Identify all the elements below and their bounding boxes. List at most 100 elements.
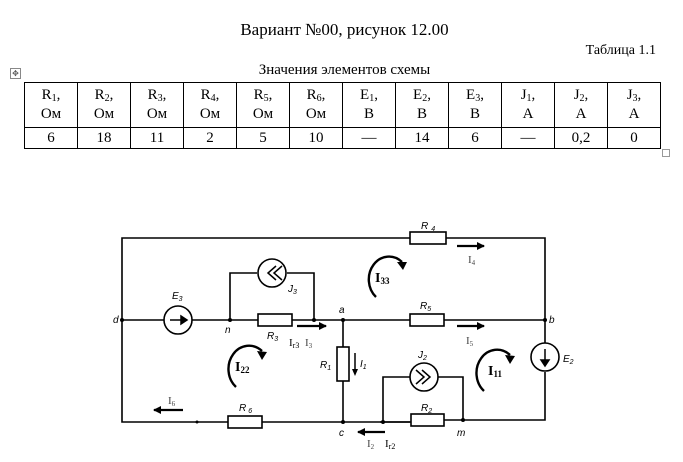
label-ir2: Ir2 [385, 438, 395, 451]
loop-arrow-i33 [367, 255, 403, 298]
column-symbol: R [147, 87, 158, 103]
column-index: 4 [210, 93, 216, 104]
column-unit: Ом [252, 106, 274, 122]
resistor-r1 [336, 346, 350, 382]
resistor-r3 [257, 313, 293, 327]
table-value-cell: — [342, 127, 396, 149]
column-symbol: E [466, 87, 476, 103]
column-symbol: R [200, 87, 211, 103]
resistor-r4 [409, 231, 447, 245]
table-value-cell: 11 [130, 127, 184, 149]
label-j1: I1 [360, 359, 367, 371]
table-number: Таблица 1.1 [585, 43, 656, 58]
column-unit: А [522, 106, 534, 122]
column-symbol: R [253, 87, 264, 103]
column-index: 6 [316, 93, 322, 104]
label-j3: J3 [287, 284, 297, 296]
table-header-cell: J2,А [554, 82, 608, 128]
column-unit: А [628, 106, 640, 122]
wire-d-r6 [121, 320, 228, 423]
table-header-cell: E2,В [395, 82, 449, 128]
column-index: 1 [369, 93, 375, 104]
table-header-cell: J3,А [607, 82, 661, 128]
label-r5: R5 [420, 301, 431, 313]
wire-j3-branch [229, 272, 315, 320]
node-label-m: m [457, 428, 465, 439]
table-header-cell: J1,А [501, 82, 555, 128]
node-label-b: b [549, 315, 555, 326]
loop-arrow-i11 [475, 348, 511, 392]
column-symbol: J [573, 87, 580, 103]
resistor-r6 [227, 415, 263, 429]
column-index: 2 [104, 93, 110, 104]
column-unit: А [575, 106, 587, 122]
column-unit: Ом [93, 106, 115, 122]
label-r3: R3 [267, 331, 278, 343]
resistor-r5 [409, 313, 445, 327]
column-symbol: R [94, 87, 105, 103]
label-i4: I4 [468, 254, 476, 267]
wire-top [121, 237, 410, 320]
column-unit: Ом [146, 106, 168, 122]
table-resize-handle[interactable] [662, 149, 670, 157]
label-i2: I2 [367, 438, 375, 451]
table-header-cell: R1,Ом [24, 82, 78, 128]
document-title: Вариант №00, рисунок 12.00 [240, 20, 449, 39]
column-symbol: E [413, 87, 423, 103]
column-symbol: J [520, 87, 527, 103]
table-header-cell: R2,Ом [77, 82, 131, 128]
table-header-cell: R6,Ом [289, 82, 343, 128]
column-index: 3 [632, 93, 638, 104]
table-value-cell: 0 [607, 127, 661, 149]
label-r2: R2 [421, 403, 432, 415]
column-index: 2 [579, 93, 585, 104]
node-label-a: a [339, 305, 345, 316]
label-ir3: Ir3 [289, 337, 299, 350]
column-symbol: R [41, 87, 52, 103]
label-i22: I22 [235, 360, 250, 375]
node-b [543, 318, 547, 322]
node-m [461, 418, 465, 422]
column-symbol: E [360, 87, 370, 103]
table-value-cell: 10 [289, 127, 343, 149]
table-header-cell: R4,Ом [183, 82, 237, 128]
column-index: 1 [51, 93, 57, 104]
column-unit: В [469, 106, 480, 122]
table-value-cell: 6 [448, 127, 502, 149]
table-header-cell: R5,Ом [236, 82, 290, 128]
column-unit: Ом [199, 106, 221, 122]
loop-arrow-i22 [227, 344, 263, 388]
label-i5: I5 [466, 335, 474, 348]
node-d [120, 318, 124, 322]
label-e3: E3 [172, 291, 183, 303]
table-value-cell: — [501, 127, 555, 149]
node-a [341, 318, 345, 322]
column-unit: Ом [40, 106, 62, 122]
label-e2: E2 [563, 354, 574, 366]
node-n [228, 318, 232, 322]
resistor-r2 [410, 413, 445, 427]
column-index: 1 [526, 93, 532, 104]
node-label-n: n [225, 325, 231, 336]
column-index: 3 [475, 93, 481, 104]
label-i6: I6 [168, 395, 176, 408]
column-symbol: J [626, 87, 633, 103]
table-header-cell: E3,В [448, 82, 502, 128]
table-value-cell: 18 [77, 127, 131, 149]
wire-top-right [446, 237, 546, 343]
column-index: 3 [157, 93, 163, 104]
table-value-cell: 0,2 [554, 127, 608, 149]
table-move-handle-icon[interactable]: ✥ [10, 68, 21, 79]
label-i3: I3 [305, 337, 313, 350]
label-i11: I11 [488, 364, 502, 379]
column-unit: В [416, 106, 427, 122]
column-unit: Ом [305, 106, 327, 122]
column-index: 2 [422, 93, 428, 104]
label-r1: R1 [320, 360, 331, 372]
